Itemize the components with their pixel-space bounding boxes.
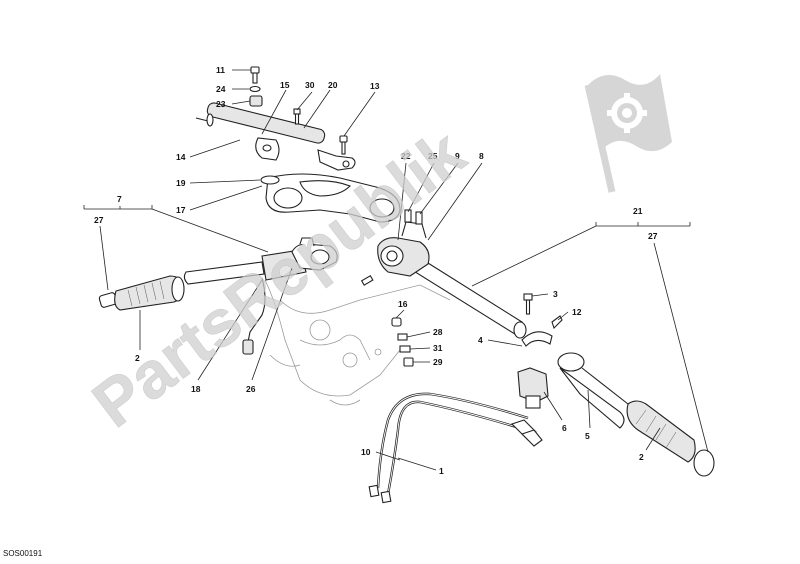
nut-29 (403, 357, 414, 367)
callout-27-right: 27 (648, 231, 658, 241)
left-handlebar (183, 237, 338, 285)
callout-2-left: 2 (135, 353, 140, 363)
callout-27-left: 27 (94, 215, 104, 225)
damper-bushing-23 (249, 95, 263, 107)
o-ring-19 (260, 175, 280, 185)
damper-screw-30 (293, 108, 301, 125)
steering-damper (195, 102, 356, 171)
callout-18: 18 (191, 384, 201, 394)
callout-17: 17 (176, 205, 186, 215)
damper-bracket-bolt-13 (339, 135, 348, 155)
throttle-housing-upper-4 (521, 331, 553, 347)
callout-6: 6 (562, 423, 567, 433)
callout-22: 22 (401, 151, 411, 161)
leader-lines (83, 69, 709, 471)
callout-14: 14 (176, 152, 186, 162)
frame-ghost-outline (264, 279, 451, 406)
callout-7: 7 (117, 194, 122, 204)
right-handlebar (377, 221, 527, 339)
throttle-housing-lower-6 (517, 367, 549, 409)
callout-20: 20 (328, 80, 338, 90)
callout-12: 12 (572, 307, 582, 317)
callout-26: 26 (246, 384, 256, 394)
callout-8: 8 (479, 151, 484, 161)
callout-1: 1 (439, 466, 444, 476)
callout-13: 13 (370, 81, 380, 91)
watermark-text: PartsRepublik (79, 115, 478, 441)
left-grip-27 (98, 275, 185, 311)
callout-labels: 11 24 23 15 30 20 13 14 19 17 7 27 2 18 … (94, 65, 658, 476)
callout-31: 31 (433, 343, 443, 353)
screw-3 (523, 293, 533, 315)
throttle-cable-1 (380, 400, 543, 504)
upper-triple-clamp (265, 173, 401, 223)
bolt-28 (397, 333, 408, 341)
right-grip-27 (626, 400, 715, 477)
callout-21: 21 (633, 206, 643, 216)
callout-4: 4 (478, 335, 483, 345)
throttle-tube-5 (557, 352, 629, 429)
callout-24: 24 (216, 84, 226, 94)
damper-bolt-11 (250, 66, 260, 84)
callout-10: 10 (361, 447, 371, 457)
watermark (584, 74, 672, 193)
callout-16: 16 (398, 299, 408, 309)
throttle-cable-10 (368, 392, 529, 498)
diagram-code: SOS00191 (3, 549, 43, 558)
callout-29: 29 (433, 357, 443, 367)
callout-19: 19 (176, 178, 186, 188)
callout-23: 23 (216, 99, 226, 109)
callout-11: 11 (216, 65, 225, 75)
callout-3: 3 (553, 289, 558, 299)
callout-2-right: 2 (639, 452, 644, 462)
clamp-bolts (360, 209, 423, 286)
damper-washer-24 (249, 85, 261, 93)
bolt-31 (399, 345, 411, 353)
callout-5: 5 (585, 431, 590, 441)
watermark-flag-gear-logo (584, 74, 672, 193)
callout-25: 25 (428, 151, 438, 161)
callout-28: 28 (433, 327, 443, 337)
washer-16 (391, 317, 402, 327)
callout-15: 15 (280, 80, 290, 90)
kill-switch-wire-18 (242, 277, 266, 355)
callout-30: 30 (305, 80, 315, 90)
callout-9: 9 (455, 151, 460, 161)
